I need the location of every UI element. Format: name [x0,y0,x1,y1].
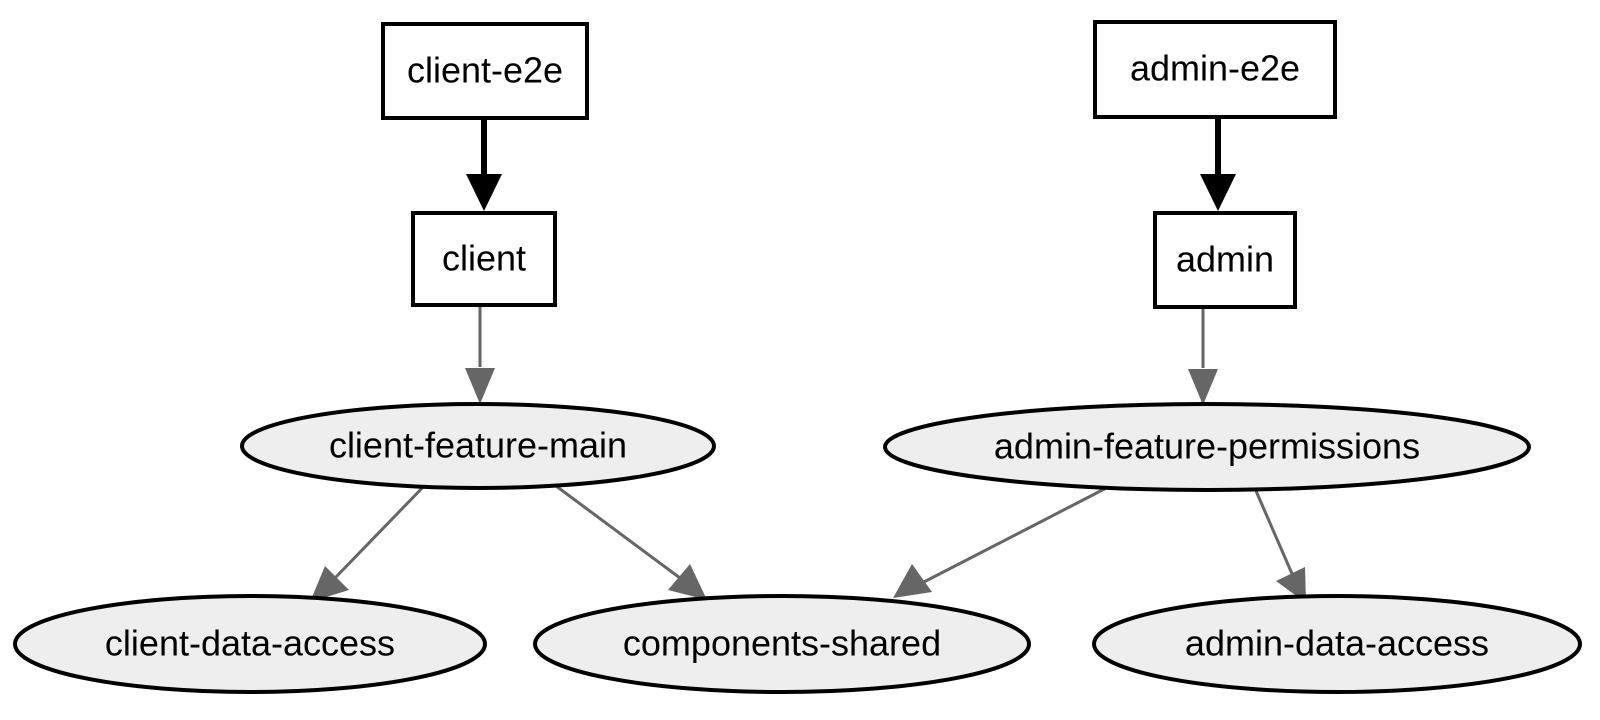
arrowhead-icon [465,368,495,404]
edge-admin-feature-permissions-to-admin-data-access[interactable] [1251,483,1306,603]
arrowhead-icon [893,564,932,598]
edge-line [333,481,429,580]
node-client-data-access[interactable]: client-data-access [13,594,487,694]
node-shape-ellipse [240,402,716,490]
node-shape-rect [381,22,589,120]
arrowhead-icon [1188,369,1218,405]
node-shape-ellipse [13,594,487,694]
edge-admin-to-admin-feature-permissions[interactable] [1188,308,1218,405]
node-shape-rect [411,211,557,307]
edge-line [919,481,1117,586]
arrowhead-icon [1276,567,1306,603]
node-shape-rect [1153,211,1297,309]
arrowhead-icon [466,174,502,211]
node-admin-data-access[interactable]: admin-data-access [1092,594,1582,694]
node-client-feature-main[interactable]: client-feature-main [240,402,716,490]
node-label: client-e2e [407,50,563,91]
node-admin-e2e[interactable]: admin-e2e [1093,20,1337,119]
node-shape-rect [1093,20,1337,119]
edge-client-e2e-to-client[interactable] [466,118,502,211]
node-shape-ellipse [1092,594,1582,694]
edge-line [551,481,681,580]
node-label: client [442,238,526,279]
arrowhead-icon [668,564,707,600]
node-label: components-shared [623,623,941,664]
node-admin[interactable]: admin [1153,211,1297,309]
node-label: admin-data-access [1185,623,1489,664]
edge-client-feature-main-to-components-shared[interactable] [551,481,707,600]
node-shape-ellipse [533,594,1031,694]
node-label: admin-feature-permissions [994,426,1420,467]
edge-client-feature-main-to-client-data-access[interactable] [310,481,429,602]
node-admin-feature-permissions[interactable]: admin-feature-permissions [883,402,1531,492]
node-client[interactable]: client [411,211,557,307]
edge-client-to-client-feature-main[interactable] [465,306,495,404]
node-client-e2e[interactable]: client-e2e [381,22,589,120]
arrowhead-icon [1200,174,1236,211]
node-components-shared[interactable]: components-shared [533,594,1031,694]
node-label: admin [1176,239,1274,280]
edge-admin-feature-permissions-to-components-shared[interactable] [893,481,1117,598]
node-label: client-feature-main [329,425,627,466]
edge-admin-e2e-to-admin[interactable] [1200,117,1236,211]
node-shape-ellipse [883,402,1531,492]
node-label: client-data-access [105,623,395,664]
node-label: admin-e2e [1130,48,1300,89]
arrowhead-icon [310,566,349,602]
edge-line [1251,483,1295,577]
